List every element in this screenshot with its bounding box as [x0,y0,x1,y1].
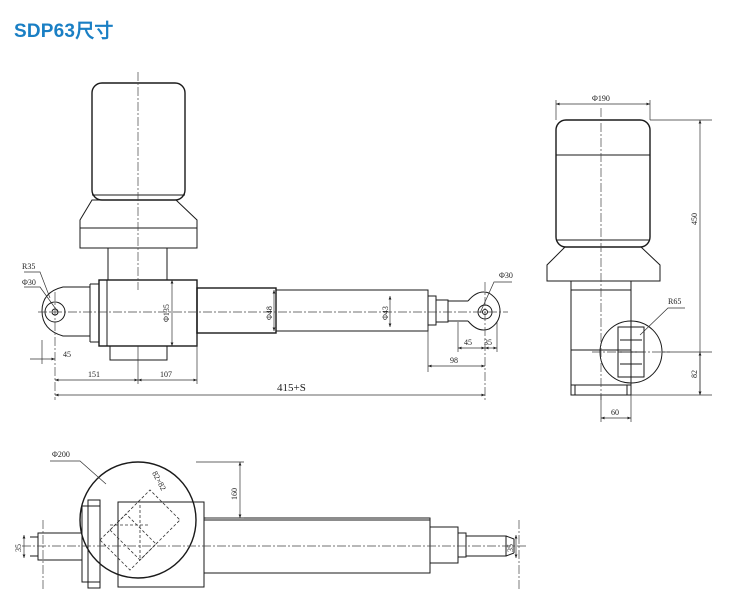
front-centerlines [38,72,508,400]
dim-151: 151 [88,370,100,379]
dim-450: 450 [690,213,699,225]
top-centerlines [22,520,528,590]
dim-phi43: Φ43 [381,306,390,320]
front-gearbox [41,279,198,361]
dim-82x82: 82×82 [150,470,168,492]
side-centerlines [592,108,670,400]
top-dimensions: Φ200 82×82 160 35 35 [14,450,518,558]
top-hidden-square [99,489,181,571]
side-motor [546,119,663,396]
dim-35: 35 [484,338,492,347]
side-dimensions: Φ190 450 82 R65 60 [555,94,712,422]
dim-35-left: 35 [14,544,23,552]
dim-415s: 415+S [277,382,306,394]
side-view: Φ190 450 82 R65 60 [546,94,712,422]
dim-160: 160 [230,488,239,500]
page-title: SDP63尺寸 [14,21,114,42]
dim-r35: R35 [22,262,35,271]
dim-82: 82 [690,370,699,378]
front-view: R35 Φ30 Φ135 Φ48 Φ43 Φ30 45 151 1 [22,72,513,400]
dim-45-right: 45 [464,338,472,347]
top-view: Φ200 82×82 160 35 35 [14,450,528,590]
dim-r65: R65 [668,297,681,306]
front-motor [79,82,198,281]
front-tubes [196,287,501,334]
dim-45-left: 45 [63,350,71,359]
dim-60: 60 [611,408,619,417]
dim-phi30-left: Φ30 [22,278,36,287]
dim-phi200: Φ200 [52,450,70,459]
dim-phi48: Φ48 [265,306,274,320]
dim-phi135: Φ135 [162,304,171,322]
dim-phi190: Φ190 [592,94,610,103]
dim-107: 107 [160,370,172,379]
dim-phi30-right: Φ30 [499,271,513,280]
dim-35-right: 35 [506,544,515,552]
dim-98: 98 [450,356,458,365]
front-dimensions: R35 Φ30 Φ135 Φ48 Φ43 Φ30 45 151 1 [22,262,513,397]
